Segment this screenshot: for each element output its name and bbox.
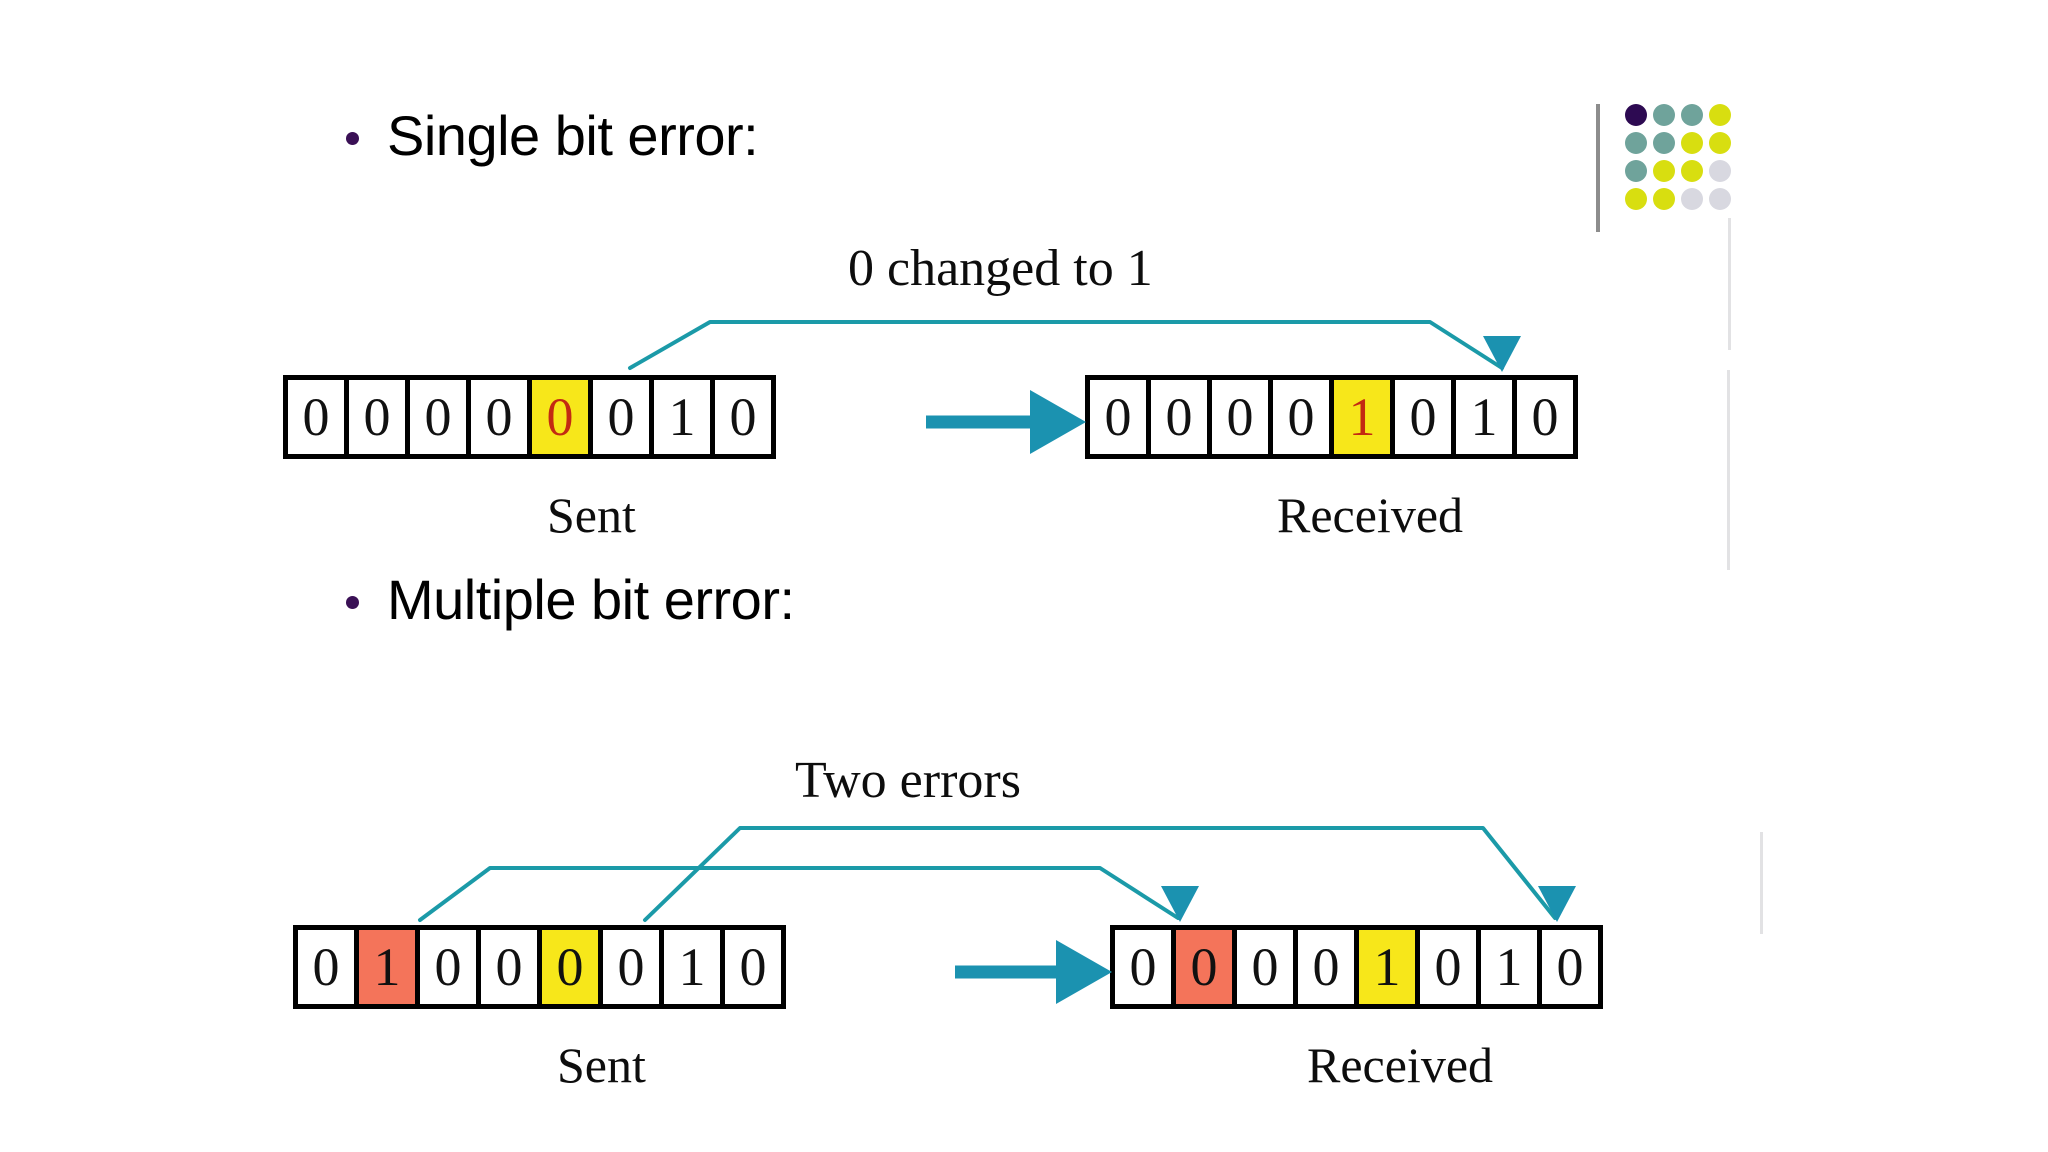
bit-cell: 1 (654, 380, 710, 454)
bit-cell: 0 (1273, 380, 1329, 454)
bit-cell: 0 (593, 380, 649, 454)
bit-cell: 1 (1359, 930, 1415, 1004)
bullet-item-single-bit-error: Single bit error: (346, 104, 759, 167)
bit-cell: 0 (1212, 380, 1268, 454)
label-received-single: Received (1277, 487, 1464, 543)
bit-cell: 0 (532, 380, 588, 454)
annotation-two-errors: Two errors (795, 752, 1021, 809)
decorative-dot (1709, 104, 1731, 126)
bit-cell: 0 (1542, 930, 1598, 1004)
bit-cell: 1 (1456, 380, 1512, 454)
scan-artifact-line (1760, 832, 1763, 934)
annotation-zero-changed-to-one: 0 changed to 1 (848, 240, 1153, 297)
decorative-dot (1709, 188, 1731, 210)
bullet-dot-icon (346, 596, 359, 609)
decorative-dot (1625, 132, 1647, 154)
label-sent-multiple: Sent (557, 1037, 646, 1093)
decorative-dot-grid (1625, 104, 1735, 214)
decorative-dot (1653, 160, 1675, 182)
decorative-dot (1709, 132, 1731, 154)
bullet-item-multiple-bit-error: Multiple bit error: (346, 572, 795, 628)
bit-cell: 0 (1176, 930, 1232, 1004)
decorative-dot (1681, 160, 1703, 182)
bit-cell: 0 (725, 930, 781, 1004)
connector-multiple-bit-flip-a (418, 866, 1199, 922)
transmission-arrow-multiple (955, 940, 1112, 1004)
bit-cell: 1 (359, 930, 415, 1004)
bit-cell: 0 (471, 380, 527, 454)
label-sent-single: Sent (547, 487, 636, 543)
bullet-label-multiple-bit-error: Multiple bit error: (387, 568, 795, 631)
bit-cell: 0 (1395, 380, 1451, 454)
decorative-dot (1625, 104, 1647, 126)
bit-cell: 0 (1115, 930, 1171, 1004)
bit-cell: 1 (1334, 380, 1390, 454)
bit-cell: 0 (1090, 380, 1146, 454)
bit-cell: 0 (542, 930, 598, 1004)
decorative-dot (1681, 104, 1703, 126)
decorative-vertical-rule (1596, 104, 1600, 232)
bit-cell: 0 (410, 380, 466, 454)
decorative-dot (1709, 160, 1731, 182)
bit-cell: 0 (1237, 930, 1293, 1004)
bit-cell: 0 (1420, 930, 1476, 1004)
bit-cell: 0 (1151, 380, 1207, 454)
bit-cell: 0 (1298, 930, 1354, 1004)
bit-cell: 1 (664, 930, 720, 1004)
decorative-dot (1681, 188, 1703, 210)
bit-cell: 0 (288, 380, 344, 454)
decorative-dot (1653, 104, 1675, 126)
bit-cell: 0 (349, 380, 405, 454)
bit-cell: 0 (1517, 380, 1573, 454)
transmission-arrow-single (926, 390, 1086, 454)
decorative-dot (1625, 160, 1647, 182)
label-received-multiple: Received (1307, 1037, 1494, 1093)
scan-artifact-line (1728, 218, 1731, 350)
bit-cell: 0 (481, 930, 537, 1004)
bit-cell: 0 (420, 930, 476, 1004)
connector-multiple-bit-flip-b (643, 826, 1576, 922)
decorative-dot (1681, 132, 1703, 154)
decorative-dot (1653, 188, 1675, 210)
bullet-label-single-bit-error: Single bit error: (387, 104, 759, 167)
bullet-dot-icon (346, 132, 359, 145)
connector-single-bit-flip (628, 320, 1521, 372)
bit-cell: 0 (715, 380, 771, 454)
bit-cell: 1 (1481, 930, 1537, 1004)
scan-artifact-line (1727, 370, 1730, 570)
bit-cell: 0 (298, 930, 354, 1004)
decorative-dot (1653, 132, 1675, 154)
decorative-dot (1625, 188, 1647, 210)
bit-cell: 0 (603, 930, 659, 1004)
